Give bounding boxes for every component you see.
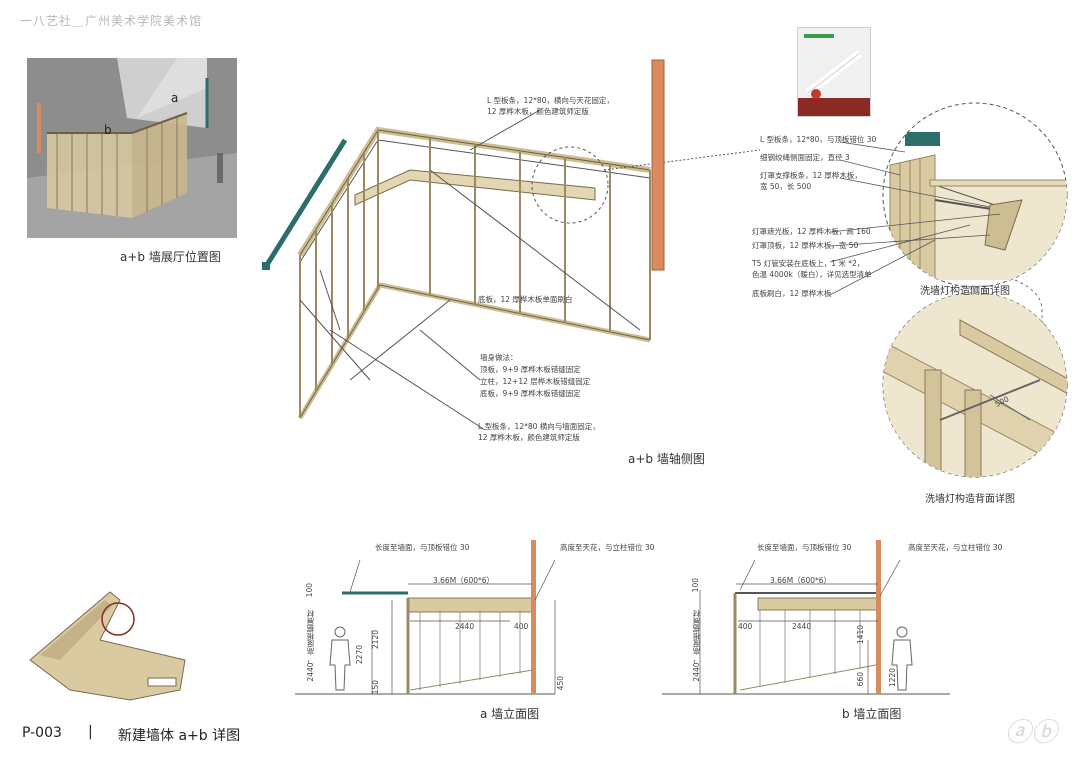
axis-caption: a+b 墙轴侧图 (628, 452, 705, 466)
axis-note-bottom-2: 12 厚桦木板，颜色建筑师定版 (478, 433, 580, 442)
elev-b-dim-2440: 2440 (792, 622, 812, 631)
page-code: P-003 (22, 725, 62, 741)
location-caption: a+b 墙展厅位置图 (120, 250, 221, 264)
side-note-4: 宽 50，长 500 (760, 182, 812, 191)
side-note-2: 细钢绞绳侧面固定，直径 3 (760, 153, 850, 162)
axis-note-body-3: 立柱，12+12 层桦木板错缝固定 (480, 377, 591, 386)
watermark-logo: ⓐⓑ (1005, 718, 1058, 748)
elev-b-dim-660: 660 (856, 672, 865, 687)
back-detail-caption: 洗墙灯构造背面详图 (925, 494, 1015, 505)
axis-note-top-2: 12 厚桦木板，颜色建筑师定版 (487, 107, 589, 116)
elev-b-dim-1410: 1410 (856, 625, 865, 645)
axis-note-body-1: 墙身做法： (480, 353, 518, 362)
header-title: 一八艺社＿广州美术学院美术馆 (20, 14, 203, 28)
elev-a-dim-span: 3.66M（600*6） (433, 576, 495, 585)
side-note-9: 底板刷白，12 厚桦木板 (752, 289, 832, 298)
side-note-6: 灯罩顶板，12 厚桦木板，宽 50 (752, 241, 859, 250)
elev-b-note-right: 高度至天花，与立柱错位 30 (908, 543, 1003, 552)
elev-b-note-left: 长度至墙面，与顶板错位 30 (757, 543, 852, 552)
elev-b-dim-1220: 1220 (888, 668, 897, 688)
elev-a-note-left: 长度至墙面，与顶板错位 30 (375, 543, 470, 552)
elev-b-caption: b 墙立面图 (842, 707, 902, 721)
plan-thumbnail (29, 591, 186, 701)
location-render (27, 58, 237, 238)
side-detail-caption: 洗墙灯构造侧面详图 (920, 286, 1010, 297)
page-title: 新建墙体 a+b 详图 (118, 728, 241, 744)
elev-b-dim-100: 100 (691, 578, 700, 593)
lamp-product-image (798, 28, 870, 116)
axis-note-base: 底板，12 厚桦木板单面刷白 (478, 295, 573, 304)
elev-b-dim-400: 400 (738, 622, 753, 631)
elev-b-vlabel: 2440，高度根据展材 (692, 610, 701, 682)
elev-a-dim-400: 400 (514, 622, 529, 631)
footer-separator: | (88, 724, 93, 740)
side-note-3: 灯罩支撑板条，12 厚桦木板， (760, 171, 862, 180)
axis-note-body-2: 顶板，9+9 厚桦木板错缝固定 (480, 365, 581, 374)
elev-a-caption: a 墙立面图 (480, 707, 540, 721)
location-label-a: a (171, 91, 179, 105)
side-note-8: 色温 4000k（暖白），详见选型清单 (752, 270, 872, 279)
axis-note-bottom-1: L 型板条，12*80 横向与墙面固定， (478, 422, 600, 431)
location-label-b: b (104, 123, 112, 137)
elev-b-dim-span: 3.66M（600*6） (770, 576, 832, 585)
side-note-7: T5 灯管安装在底板上，1 米 *2， (752, 259, 865, 268)
side-note-5: 灯罩遮光板，12 厚桦木板，高 160 (752, 227, 871, 236)
axis-note-body-4: 底板，9+9 厚桦木板错缝固定 (480, 389, 581, 398)
elev-a-dim-2440: 2440 (455, 622, 475, 631)
location-photo (27, 58, 237, 238)
axis-note-top-1: L 型板条，12*80，横向与天花固定， (487, 96, 614, 105)
elev-a-note-right: 高度至天花，与立柱错位 30 (560, 543, 655, 552)
side-note-1: L 型板条，12*80，与顶板错位 30 (760, 135, 877, 144)
product-photo (797, 27, 871, 117)
